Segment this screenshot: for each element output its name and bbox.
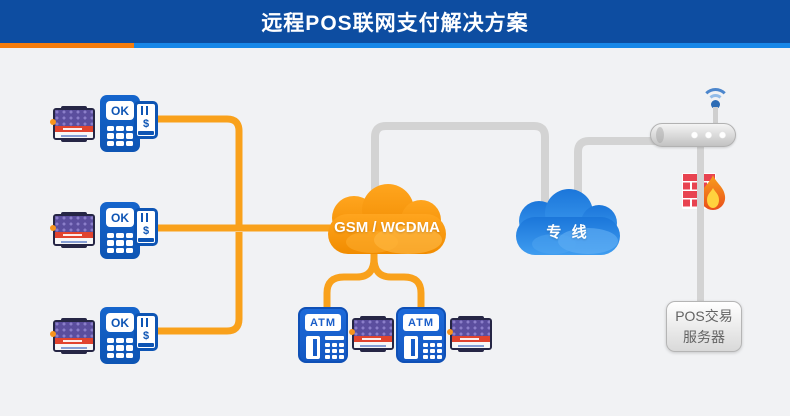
cellular-modem-icon-4 bbox=[349, 316, 394, 352]
orange-line-pos3 bbox=[155, 232, 243, 335]
router bbox=[650, 123, 736, 147]
dollar-symbol: $ bbox=[142, 330, 150, 342]
orange-line-pos1 bbox=[155, 115, 243, 225]
cellular-modem-icon-2 bbox=[50, 212, 95, 248]
atm-terminal-2: ATM bbox=[396, 307, 446, 363]
pos-terminal-3: OK $ bbox=[100, 307, 158, 364]
pos-keypad bbox=[107, 338, 133, 358]
atm-screen: ATM bbox=[305, 314, 341, 331]
card-reader-icon: $ bbox=[134, 208, 158, 246]
firewall-icon bbox=[682, 173, 726, 210]
wifi-icon-inner-arc bbox=[707, 94, 724, 111]
server-label-line2: 服务器 bbox=[683, 328, 725, 345]
antenna-connector bbox=[349, 329, 355, 335]
pos-terminal-1: OK $ bbox=[100, 95, 158, 152]
gsm-cloud-label: GSM / WCDMA bbox=[334, 219, 440, 236]
wifi-icon bbox=[701, 88, 730, 117]
pos-screen: OK bbox=[106, 208, 134, 227]
atm-screen: ATM bbox=[403, 314, 439, 331]
atm-terminal-1: ATM bbox=[298, 307, 348, 363]
pos-keypad bbox=[107, 233, 133, 253]
antenna-connector bbox=[50, 119, 56, 125]
pos-keypad bbox=[107, 126, 133, 146]
router-led-lights bbox=[691, 131, 726, 139]
pos-screen: OK bbox=[106, 313, 134, 332]
server-label-line1: POS交易 bbox=[675, 308, 733, 325]
receipt-slot-icon bbox=[325, 336, 344, 340]
card-reader-icon: $ bbox=[134, 313, 158, 351]
cash-slot-icon bbox=[404, 336, 418, 359]
dollar-symbol: $ bbox=[142, 118, 150, 130]
leased-line-cloud-label: 专 线 bbox=[546, 224, 590, 241]
antenna-connector bbox=[50, 331, 56, 337]
leased-line-cloud bbox=[516, 189, 620, 255]
dollar-symbol: $ bbox=[142, 225, 150, 237]
page-title: 远程POS联网支付解决方案 bbox=[261, 11, 529, 35]
accent-stripe-orange bbox=[0, 43, 134, 48]
atm-keypad bbox=[325, 343, 344, 359]
receipt-slot-icon bbox=[423, 336, 442, 340]
accent-stripe bbox=[0, 43, 790, 48]
router-antenna-stem bbox=[713, 107, 718, 125]
gsm-cloud bbox=[328, 184, 446, 254]
card-reader-icon: $ bbox=[134, 101, 158, 139]
cash-slot-icon bbox=[306, 336, 320, 359]
card-slot bbox=[138, 131, 154, 135]
header-bar: 远程POS联网支付解决方案 bbox=[0, 0, 790, 43]
card-slot bbox=[138, 238, 154, 242]
antenna-connector bbox=[50, 225, 56, 231]
pos-server-box: POS交易 服务器 bbox=[666, 301, 742, 352]
antenna-connector bbox=[447, 329, 453, 335]
atm-keypad bbox=[423, 343, 442, 359]
cellular-modem-icon-5 bbox=[447, 316, 492, 352]
card-slot bbox=[138, 343, 154, 347]
cellular-modem-icon-1 bbox=[50, 106, 95, 142]
pos-terminal-2: OK $ bbox=[100, 202, 158, 259]
pos-screen: OK bbox=[106, 101, 134, 120]
wifi-icon-dot bbox=[711, 100, 720, 109]
cellular-modem-icon-3 bbox=[50, 318, 95, 354]
